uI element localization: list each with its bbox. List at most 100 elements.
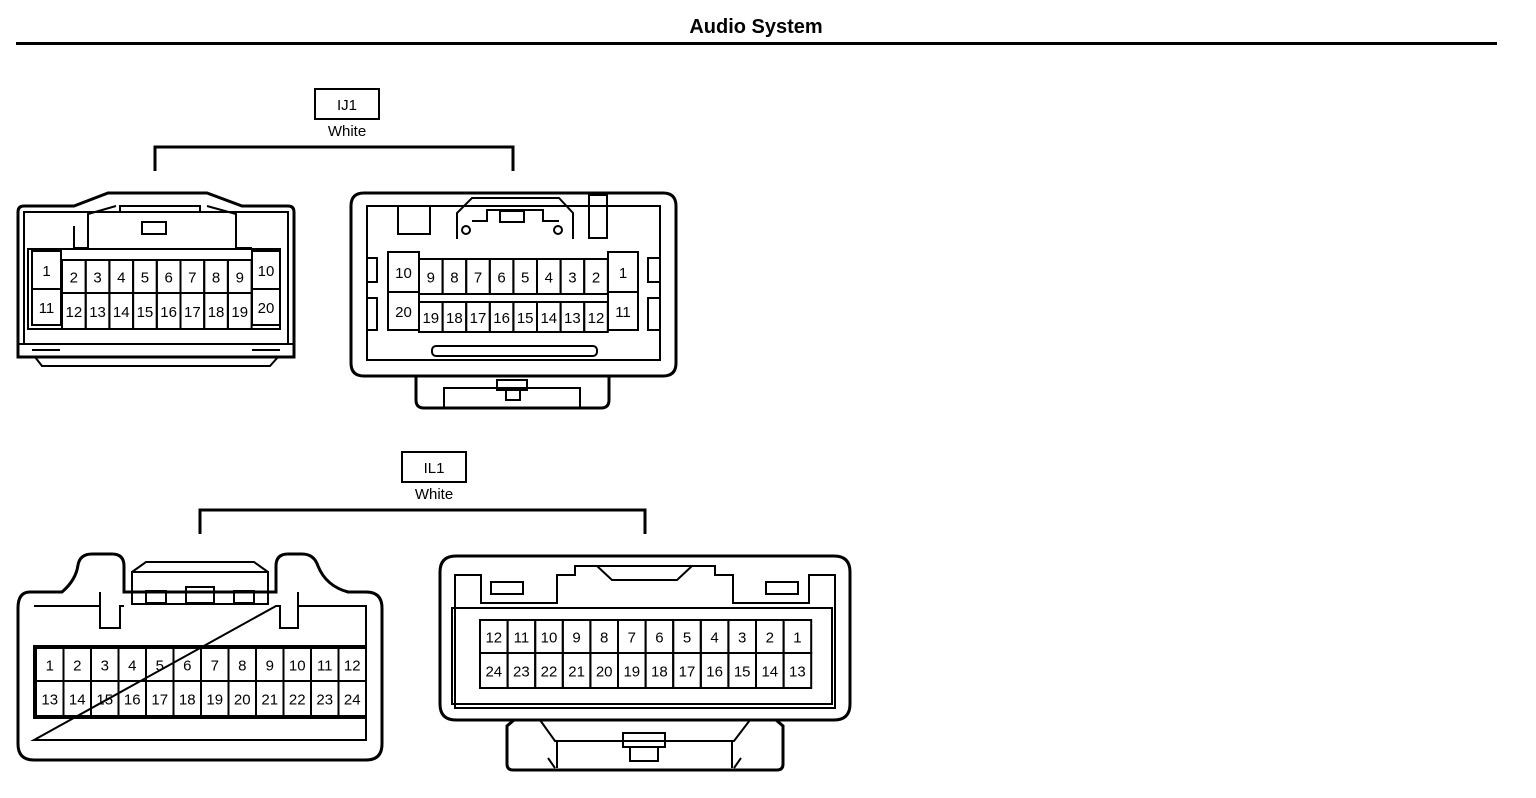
pin-number: 17 [184, 304, 201, 321]
pin-number: 13 [789, 664, 806, 681]
pin-number: 9 [427, 270, 435, 287]
pin-number: 3 [101, 658, 109, 675]
pin-number: 17 [151, 692, 168, 709]
pin-number: 14 [113, 304, 130, 321]
pin-number: 23 [513, 664, 530, 681]
title-rule [16, 42, 1497, 45]
pin-number: 12 [485, 630, 502, 647]
pin-number: 13 [564, 310, 581, 327]
pin-number: 10 [395, 265, 412, 282]
pin-number: 18 [446, 310, 463, 327]
pin-number: 20 [258, 300, 275, 317]
pin-number: 21 [568, 664, 585, 681]
pin-number: 16 [124, 692, 141, 709]
pin-number: 1 [793, 630, 801, 647]
pin-number: 11 [615, 304, 631, 321]
connector-bracket [153, 145, 515, 171]
pin-number: 24 [485, 664, 502, 681]
pin-number: 14 [540, 310, 557, 327]
connector-code: IJ1 [337, 97, 357, 114]
pin-number: 23 [316, 692, 333, 709]
pin-number: 13 [41, 692, 58, 709]
pin-number: 2 [70, 270, 78, 287]
pin-number: 17 [679, 664, 696, 681]
pin-number: 1 [46, 658, 54, 675]
pin-number: 4 [710, 630, 718, 647]
pin-number: 17 [470, 310, 487, 327]
pin-number: 12 [588, 310, 605, 327]
pin-number: 19 [206, 692, 223, 709]
pin-number: 15 [137, 304, 154, 321]
pin-number: 8 [450, 270, 458, 287]
pin-number: 7 [628, 630, 636, 647]
pin-number: 16 [160, 304, 177, 321]
connector-ij1-left-body [16, 191, 296, 367]
pin-cavity [226, 292, 253, 330]
pin-number: 6 [655, 630, 663, 647]
pin-number: 11 [514, 630, 530, 647]
pin-number: 12 [344, 658, 361, 675]
pin-number: 9 [236, 270, 244, 287]
pin-number: 24 [344, 692, 361, 709]
pin-number: 15 [96, 692, 113, 709]
pin-cavity [583, 301, 609, 333]
pin-number: 6 [183, 658, 191, 675]
pin-number: 6 [164, 270, 172, 287]
connector-bracket [198, 508, 647, 534]
pin-number: 5 [683, 630, 691, 647]
pin-number: 20 [234, 692, 251, 709]
pin-number: 20 [596, 664, 613, 681]
pin-number: 3 [738, 630, 746, 647]
pin-number: 14 [69, 692, 86, 709]
pin-number: 10 [289, 658, 306, 675]
pin-number: 2 [766, 630, 774, 647]
pin-number: 10 [541, 630, 558, 647]
connector-color: White [415, 486, 453, 503]
pin-number: 16 [706, 664, 723, 681]
pin-number: 4 [545, 270, 553, 287]
pin-number: 7 [188, 270, 196, 287]
pin-number: 4 [117, 270, 125, 287]
pin-number: 10 [258, 263, 275, 280]
pin-number: 19 [623, 664, 640, 681]
pin-number: 22 [289, 692, 306, 709]
pin-number: 20 [395, 304, 412, 321]
connector-color: White [328, 123, 366, 140]
pin-number: 1 [619, 265, 627, 282]
pin-cavity [782, 652, 813, 689]
pin-number: 8 [600, 630, 608, 647]
pin-number: 19 [422, 310, 439, 327]
pin-cavity [337, 680, 367, 717]
connector-ij1-header: IJ1 White [153, 88, 515, 171]
pin-number: 8 [212, 270, 220, 287]
pin-number: 3 [93, 270, 101, 287]
pin-number: 16 [493, 310, 510, 327]
pin-number: 7 [474, 270, 482, 287]
pin-number: 15 [734, 664, 751, 681]
pin-number: 18 [208, 304, 225, 321]
pin-number: 3 [568, 270, 576, 287]
connector-code: IL1 [424, 460, 445, 477]
connector-il1-header: IL1 White [198, 451, 647, 534]
pin-number: 14 [761, 664, 778, 681]
pin-number: 5 [141, 270, 149, 287]
pin-number: 2 [73, 658, 81, 675]
pin-number: 13 [89, 304, 106, 321]
pin-number: 4 [128, 658, 136, 675]
pin-number: 9 [572, 630, 580, 647]
pin-number: 18 [651, 664, 668, 681]
pin-number: 6 [497, 270, 505, 287]
pin-number: 2 [592, 270, 600, 287]
pin-number: 7 [211, 658, 219, 675]
pin-number: 5 [156, 658, 164, 675]
pin-number: 21 [261, 692, 278, 709]
pin-number: 22 [541, 664, 558, 681]
pin-cavity [583, 258, 609, 295]
pin-number: 11 [317, 658, 333, 675]
connector-code-box [401, 451, 467, 483]
